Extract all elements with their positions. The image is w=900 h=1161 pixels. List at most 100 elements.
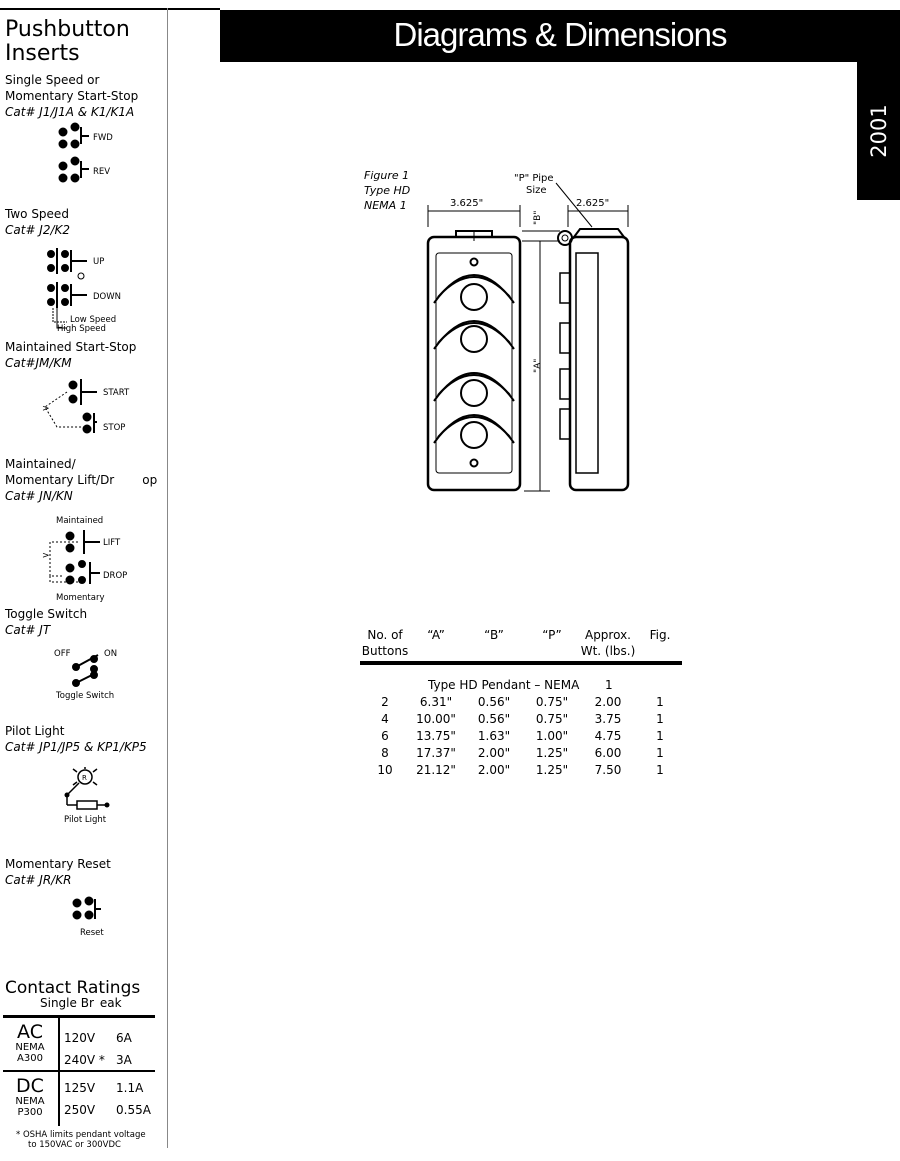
- header-line2: Buttons: [361, 644, 409, 658]
- section-title-part-a: Momentary Lift/Dr: [5, 473, 115, 487]
- fwd-rev-symbol-icon: FWD REV: [58, 122, 113, 183]
- a-dimension-label: "A": [533, 359, 543, 373]
- r-label: R: [82, 774, 87, 782]
- ratings-middle-rule: [3, 1070, 155, 1072]
- start-label: START: [103, 388, 130, 398]
- table-cell: 3.75: [594, 712, 622, 726]
- table-cell: 1.63": [477, 729, 511, 743]
- table-cell: 1.25": [535, 746, 569, 760]
- figure-caption-line2: Type HD: [364, 184, 411, 197]
- table-cell: 4: [381, 712, 389, 726]
- pendant-dimension-drawing: 3.625" 2.625" "P" Pipe Size "B" "A": [426, 173, 630, 492]
- pipe-size-label-line1: "P" Pipe: [514, 173, 554, 184]
- table-cell: 13.75": [416, 729, 456, 743]
- table-cell: 1: [656, 729, 664, 743]
- group-row: Type HD Pendant – NEMA 1: [360, 678, 682, 695]
- section-momentary-reset: Momentary Reset Cat# JR/KR: [5, 856, 111, 888]
- catalog-number: Cat# J2/K2: [5, 223, 71, 237]
- ratings-top-rule: [3, 1015, 155, 1018]
- catalog-number: Cat# JN/KN: [5, 489, 73, 503]
- start-stop-symbol-icon: > START STOP: [42, 379, 130, 434]
- fwd-label: FWD: [93, 133, 113, 143]
- table-cell: 1.25": [535, 763, 569, 777]
- osha-note-line1: * OSHA limits pendant voltage: [16, 1130, 146, 1140]
- table-cell: 6.31": [419, 695, 453, 709]
- ac-block: AC NEMA A300: [6, 1022, 54, 1064]
- header-line1: Approx.: [584, 628, 631, 642]
- drop-label: DROP: [103, 571, 127, 581]
- side-tab-label: 2001: [866, 104, 891, 158]
- table-cell: 2.00: [594, 695, 622, 709]
- ratings-vertical-rule: [58, 1018, 60, 1126]
- ac-type: AC: [17, 1021, 43, 1043]
- header-a: “A”: [427, 628, 445, 642]
- b-dimension-label: "B": [533, 211, 543, 225]
- voltage: 120V: [64, 1031, 96, 1045]
- toggle-switch-label: Toggle Switch: [55, 691, 114, 701]
- section-two-speed: Two Speed Cat# J2/K2: [5, 206, 70, 238]
- ac-row: 120V 6A: [64, 1027, 132, 1049]
- voltage: 250V: [64, 1103, 96, 1117]
- section-pilot-light: Pilot Light Cat# JP1/JP5 & KP1/KP5: [5, 723, 147, 755]
- header-line2: Wt. (lbs.): [580, 644, 636, 658]
- current: 0.55A: [116, 1103, 151, 1117]
- section-title: Maintained/: [5, 457, 76, 471]
- header-b: “B”: [484, 628, 504, 642]
- momentary-label: Momentary: [56, 593, 105, 603]
- table-cell: 2.00": [477, 763, 511, 777]
- dc-rating: P300: [17, 1107, 43, 1118]
- group-number: 1: [605, 678, 613, 692]
- spacer: [360, 665, 682, 678]
- dc-nema: NEMA: [15, 1096, 45, 1107]
- maintained-label: Maintained: [56, 516, 103, 526]
- section-title: Momentary Start-Stop: [5, 89, 139, 103]
- section-title: Maintained Start-Stop: [5, 340, 137, 354]
- contact-ratings-heading: Contact Ratings: [5, 978, 141, 998]
- down-label: DOWN: [93, 292, 121, 302]
- spec-table-rule: [360, 661, 682, 665]
- table-cell: 0.56": [477, 695, 511, 709]
- osha-note: * OSHA limits pendant voltage to 150VAC …: [16, 1130, 146, 1150]
- current: 3A: [116, 1053, 132, 1067]
- catalog-number: Cat# JR/KR: [5, 873, 72, 887]
- osha-note-line2: to 150VAC or 300VDC: [28, 1140, 121, 1150]
- voltage: 125V: [64, 1081, 96, 1095]
- header-rule: [0, 8, 220, 10]
- side-width-dimension: 2.625": [576, 198, 609, 209]
- section-lift-drop: Maintained/ Momentary Lift/Dr op Cat# JN/…: [5, 456, 157, 504]
- section-title: Toggle Switch: [5, 607, 88, 621]
- two-speed-symbol-icon: UP DOWN Low Speed High Speed: [47, 248, 121, 334]
- off-label: OFF: [54, 649, 71, 659]
- header-fig: Fig.: [649, 628, 671, 642]
- current: 6A: [116, 1031, 132, 1045]
- lift-drop-symbol-icon: Maintained > LIFT DROP Momentary: [42, 516, 127, 603]
- ac-rating: A300: [17, 1053, 43, 1064]
- dc-block: DC NEMA P300: [6, 1076, 54, 1118]
- table-cell: 10.00": [416, 712, 456, 726]
- section-title: Two Speed: [5, 207, 69, 221]
- reset-label: Reset: [80, 928, 104, 938]
- header-line1: No. of: [367, 628, 403, 642]
- page-title: Diagrams & Dimensions: [220, 10, 900, 62]
- reset-symbol-icon: Reset: [72, 896, 104, 938]
- dc-row: 125V 1.1A: [64, 1077, 151, 1099]
- arrow-mark: >: [42, 404, 50, 414]
- figure-caption-line3: NEMA 1: [364, 199, 407, 212]
- table-cell: 4.75: [594, 729, 622, 743]
- table-cell: 0.75": [535, 712, 569, 726]
- ac-row: 240V *3A: [64, 1049, 132, 1071]
- current: 1.1A: [116, 1081, 144, 1095]
- toggle-switch-symbol-icon: OFF ON Toggle Switch: [54, 649, 117, 701]
- table-cell: 1: [656, 695, 664, 709]
- catalog-number: Cat# JP1/JP5 & KP1/KP5: [5, 740, 147, 754]
- header-buttons: No. of Buttons: [360, 627, 410, 659]
- section-title-part-b: op: [142, 473, 158, 487]
- table-cell: 8: [381, 746, 389, 760]
- table-cell: 17.37": [416, 746, 456, 760]
